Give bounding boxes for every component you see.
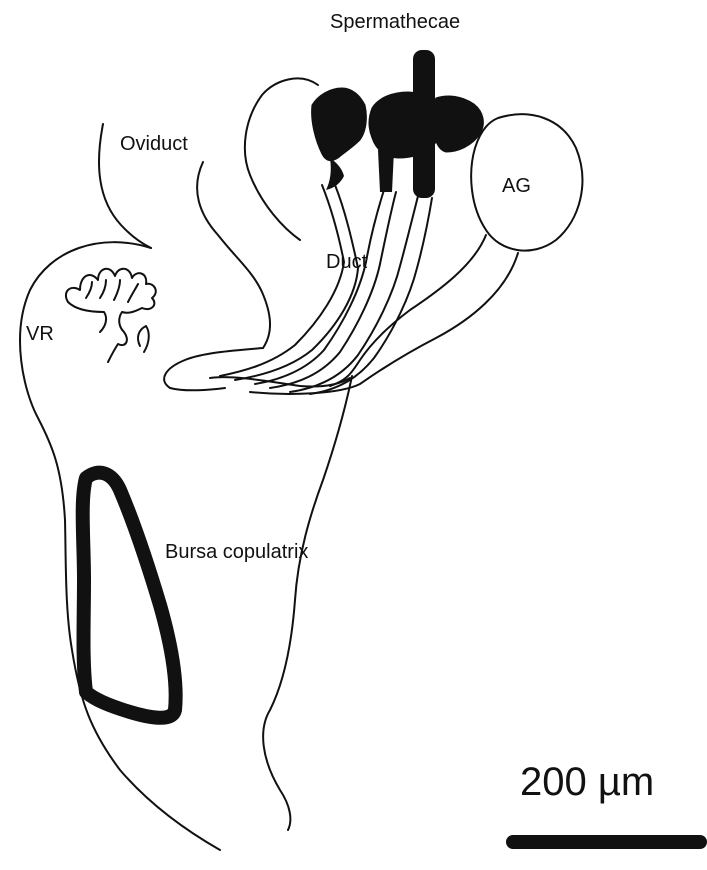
- spermathecal-ducts: [220, 185, 432, 394]
- body-outline-right: [263, 376, 352, 830]
- label-ag: AG: [502, 175, 531, 197]
- spermatheca-column: [413, 50, 435, 198]
- label-spermathecae: Spermathecae: [330, 11, 460, 33]
- accessory-gland-duct-inner: [250, 253, 518, 394]
- vr-structure: [66, 269, 156, 362]
- label-bursa-copulatrix: Bursa copulatrix: [165, 541, 308, 563]
- spermatheca-mass-left: [312, 88, 367, 161]
- label-duct: Duct: [326, 251, 368, 273]
- label-vr: VR: [26, 323, 54, 345]
- spermatheca-neck-left: [378, 150, 394, 192]
- bursa-copulatrix-ring: [83, 473, 176, 718]
- oviduct-tube-inner: [197, 162, 270, 348]
- label-oviduct: Oviduct: [120, 133, 188, 155]
- scale-bar-label: 200 µm: [520, 760, 654, 804]
- spermatheca-lobe-outline: [245, 78, 318, 240]
